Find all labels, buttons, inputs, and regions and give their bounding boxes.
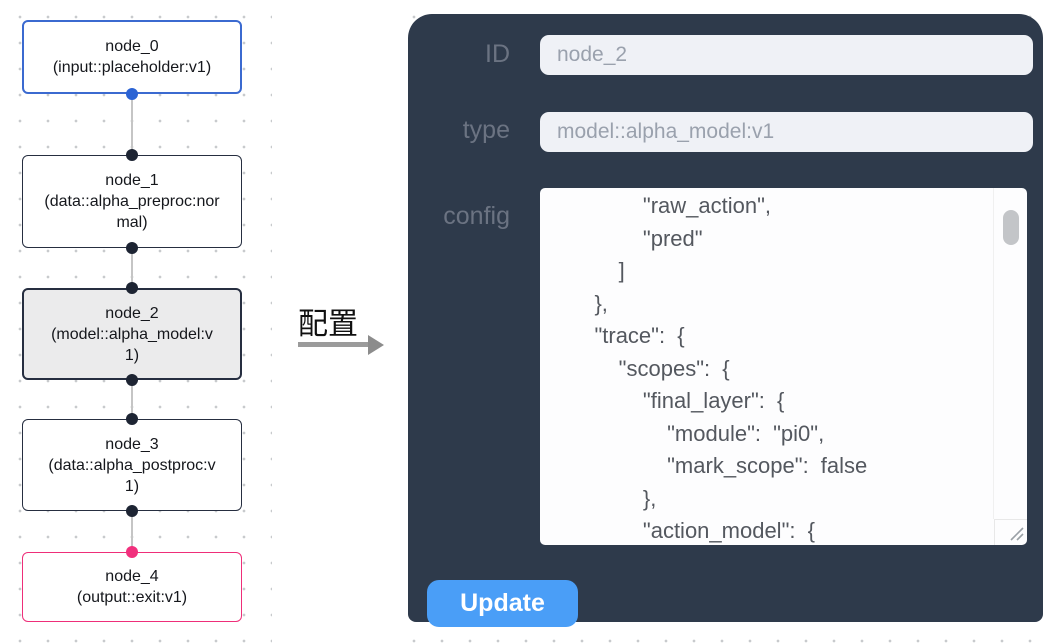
flow-node-node_3[interactable]: node_3 (data::alpha_postproc:v1) xyxy=(22,419,242,511)
port-out-node_3[interactable] xyxy=(126,505,138,517)
node-type-label: (model::alpha_model:v1) xyxy=(51,325,213,364)
update-button[interactable]: Update xyxy=(427,580,578,627)
port-out-node_0[interactable] xyxy=(126,88,138,100)
port-in-node_2[interactable] xyxy=(126,282,138,294)
arrow-shaft xyxy=(298,342,370,347)
node-type-label: (data::alpha_postproc:v1) xyxy=(48,456,216,495)
port-in-node_3[interactable] xyxy=(126,413,138,425)
port-in-node_4[interactable] xyxy=(126,546,138,558)
node-type-label: (output::exit:v1) xyxy=(76,589,188,606)
update-button-label: Update xyxy=(460,589,545,617)
type-field-label: type xyxy=(462,116,510,144)
scrollbar-track[interactable] xyxy=(993,188,1027,519)
port-out-node_2[interactable] xyxy=(126,374,138,386)
node-name: node_3 xyxy=(105,435,159,453)
edge-node0-node1 xyxy=(131,94,133,155)
edge-node2-node3 xyxy=(131,380,133,419)
node-type-label: (input::placeholder:v1) xyxy=(52,59,212,76)
config-json-text: "raw_action", "pred" ] }, "trace": { "sc… xyxy=(594,193,868,543)
node-type-label: (data::alpha_preproc:normal) xyxy=(44,193,220,231)
config-textarea[interactable]: "raw_action", "pred" ] }, "trace": { "sc… xyxy=(540,188,1027,545)
node-name: node_1 xyxy=(105,172,159,189)
type-input[interactable] xyxy=(540,112,1033,152)
edge-node3-node4 xyxy=(131,511,133,552)
node-name: node_4 xyxy=(105,568,159,585)
scrollbar-corner xyxy=(994,519,1027,545)
flow-node-node_1[interactable]: node_1 (data::alpha_preproc:normal) xyxy=(22,155,242,248)
node-name: node_0 xyxy=(105,38,159,55)
flow-node-node_0[interactable]: node_0 (input::placeholder:v1) xyxy=(22,20,242,94)
port-in-node_1[interactable] xyxy=(126,149,138,161)
flow-node-node_4[interactable]: node_4 (output::exit:v1) xyxy=(22,552,242,622)
node-name: node_2 xyxy=(105,304,159,322)
resize-grip-icon[interactable] xyxy=(1007,524,1025,542)
id-input[interactable] xyxy=(540,35,1033,75)
arrow-right-icon xyxy=(368,335,384,355)
node-config-panel: ID type config "raw_action", "pred" ] },… xyxy=(408,14,1043,627)
flow-node-node_2-selected[interactable]: node_2 (model::alpha_model:v1) xyxy=(22,288,242,380)
id-field-label: ID xyxy=(485,40,510,68)
scrollbar-thumb[interactable] xyxy=(1003,210,1019,245)
edge-node1-node2 xyxy=(131,248,133,288)
config-annotation-label: 配置 xyxy=(298,308,358,341)
port-out-node_1[interactable] xyxy=(126,242,138,254)
config-field-label: config xyxy=(443,202,510,230)
